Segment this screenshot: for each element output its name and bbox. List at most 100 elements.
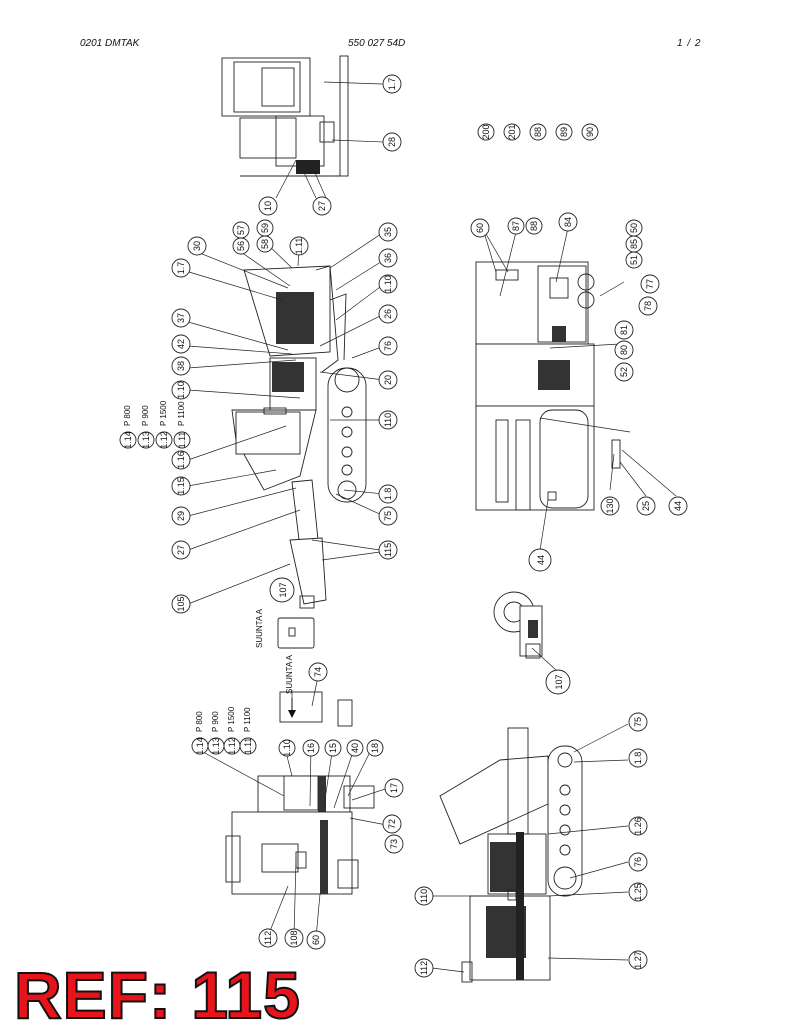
suunta-label: SUUNTA A — [255, 608, 264, 648]
svg-text:50: 50 — [629, 223, 639, 233]
callout-extra-3: 88 — [529, 123, 547, 141]
svg-text:201: 201 — [507, 124, 517, 139]
svg-text:88: 88 — [533, 127, 543, 137]
svg-text:25: 25 — [641, 501, 651, 511]
callout-rear-52: 52 — [614, 362, 634, 382]
svg-text:1.27: 1.27 — [633, 951, 643, 969]
callout-br-76: 76 — [628, 852, 648, 872]
svg-text:115: 115 — [383, 543, 393, 557]
callout-side-58: 58 — [256, 235, 274, 253]
svg-text:110: 110 — [383, 413, 393, 427]
svg-text:130: 130 — [605, 498, 615, 513]
svg-text:16: 16 — [306, 743, 316, 753]
callout-top-2: 28 — [382, 132, 402, 152]
callout-extra-1: 200 — [477, 123, 495, 141]
variant-text: P 800 — [123, 405, 132, 426]
svg-text:1.8: 1.8 — [633, 752, 643, 765]
variant-code: 1.11 — [173, 431, 191, 449]
svg-text:76: 76 — [633, 857, 643, 867]
svg-text:59: 59 — [260, 223, 270, 233]
direction-arrow-icon — [288, 698, 296, 718]
callout-side-59: 59 — [256, 219, 274, 237]
svg-text:84: 84 — [563, 217, 573, 227]
callout-rear-78: 78 — [638, 296, 658, 316]
svg-text:57: 57 — [236, 225, 246, 235]
variant-text: P 1500 — [227, 706, 236, 732]
svg-text:1.8: 1.8 — [383, 488, 393, 501]
svg-text:1.26: 1.26 — [633, 817, 643, 835]
svg-text:1.12: 1.12 — [227, 737, 237, 755]
svg-text:1.14: 1.14 — [195, 737, 205, 755]
callout-right-1-8: 1.8 — [378, 484, 398, 504]
svg-text:1.12: 1.12 — [159, 431, 169, 449]
svg-text:29: 29 — [176, 511, 186, 521]
variant-text: P 800 — [195, 711, 204, 732]
variant-labels-lower: 1.14 P 800 1.13 P 900 1.12 P 1500 1.11 P… — [191, 706, 257, 755]
callout-side-38: 38 — [171, 356, 191, 376]
callout-side-30: 30 — [187, 236, 207, 256]
svg-text:76: 76 — [383, 341, 393, 351]
variant-text: P 1100 — [177, 401, 186, 426]
variant-code: 1.12 — [223, 737, 241, 755]
leader-lines — [187, 81, 677, 973]
variant-code: 1.11 — [239, 737, 257, 755]
svg-text:26: 26 — [383, 309, 393, 319]
svg-text:1.13: 1.13 — [141, 431, 151, 449]
callout-rear-44a: 44 — [668, 496, 688, 516]
callout-right-1-10: 1.10 — [378, 274, 398, 294]
svg-text:1.7: 1.7 — [176, 262, 186, 275]
callout-rear-44b: 44 — [528, 548, 552, 572]
callout-detail-107: 107 — [545, 669, 571, 695]
callout-br-112: 112 — [414, 958, 434, 978]
callout-rear-25: 25 — [636, 496, 656, 516]
callout-rear-60: 60 — [470, 218, 490, 238]
variant-code: 1.14 — [191, 737, 209, 755]
svg-text:15: 15 — [328, 743, 338, 753]
svg-text:18: 18 — [370, 743, 380, 753]
svg-text:20: 20 — [383, 375, 393, 385]
detail-107-drawing — [493, 591, 543, 659]
rear-view-drawing — [475, 261, 621, 511]
svg-text:90: 90 — [585, 127, 595, 137]
callout-right-115: 115 — [378, 540, 398, 560]
callout-front-72: 72 — [382, 814, 402, 834]
callout-front-108: 108 — [284, 928, 304, 948]
callout-side-1-7: 1.7 — [171, 258, 191, 278]
svg-text:1.15: 1.15 — [176, 477, 186, 495]
svg-text:80: 80 — [619, 345, 629, 355]
svg-text:38: 38 — [176, 361, 186, 371]
svg-text:73: 73 — [389, 839, 399, 849]
svg-text:110: 110 — [419, 889, 429, 903]
callout-br-1-25: 1.25 — [628, 882, 648, 902]
callout-bubbles: 1.7 28 10 27 200 201 88 89 90 30 1.7 56 … — [171, 74, 688, 978]
callout-front-60: 60 — [306, 930, 326, 950]
callout-front-17: 17 — [384, 778, 404, 798]
side-view-drawing — [231, 265, 367, 609]
svg-text:87: 87 — [511, 221, 521, 231]
svg-text:78: 78 — [643, 301, 653, 311]
callout-side-42: 42 — [171, 334, 191, 354]
svg-text:107: 107 — [554, 674, 564, 689]
svg-text:30: 30 — [192, 241, 202, 251]
page-number: 1 / 2 — [677, 38, 702, 49]
svg-text:10: 10 — [263, 201, 273, 211]
svg-text:1.25: 1.25 — [633, 883, 643, 901]
variant-code: 1.14 — [119, 431, 137, 449]
callout-rear-80: 80 — [614, 340, 634, 360]
svg-text:112: 112 — [263, 931, 273, 945]
callout-br-1-8: 1.8 — [628, 748, 648, 768]
callout-side-1-16: 1.16 — [171, 450, 191, 470]
svg-text:107: 107 — [278, 582, 288, 597]
top-view-drawing — [221, 55, 349, 177]
reference-stamp: REF: 115 — [13, 958, 301, 1032]
variant-text: P 1100 — [243, 707, 252, 732]
callout-extra-4: 89 — [555, 123, 573, 141]
svg-text:85: 85 — [629, 239, 639, 249]
svg-text:36: 36 — [383, 253, 393, 263]
svg-text:44: 44 — [673, 501, 683, 511]
doc-code: 0201 DMTAK — [80, 38, 140, 49]
callout-right-110: 110 — [378, 410, 398, 430]
svg-text:60: 60 — [475, 223, 485, 233]
callout-side-29: 29 — [171, 506, 191, 526]
callout-right-35: 35 — [378, 222, 398, 242]
